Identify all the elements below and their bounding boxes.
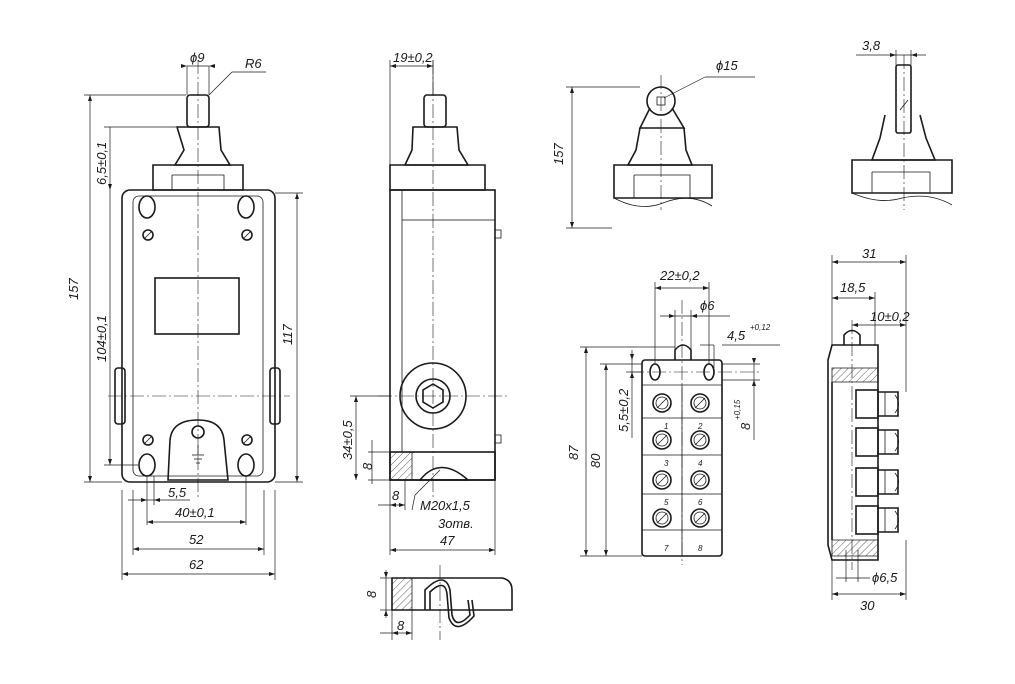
detail-bottom: 8 8 bbox=[364, 565, 513, 640]
screw-icon bbox=[241, 434, 253, 446]
terminal-num-6: 6 bbox=[698, 498, 703, 507]
dim-19: 19±0,2 bbox=[393, 50, 433, 65]
section-dim-18-5: 18,5 bbox=[840, 280, 866, 295]
dim-r6: R6 bbox=[245, 56, 262, 71]
mount-hole-br bbox=[237, 453, 255, 477]
terminal-dim-5-5: 5,5±0,2 bbox=[616, 388, 631, 432]
dim-8b: 8 bbox=[392, 488, 400, 503]
terminal-num-5: 5 bbox=[664, 498, 669, 507]
dim-5-5: 5,5 bbox=[168, 485, 187, 500]
terminal-dim-8: 8 bbox=[738, 422, 753, 430]
detail-dim-8b: 8 bbox=[397, 618, 405, 633]
terminal-dim-4-5-tol: +0,12 bbox=[750, 323, 771, 332]
screw-icon bbox=[142, 229, 154, 241]
lever-dim-3-8: 3,8 bbox=[862, 38, 881, 53]
dim-52: 52 bbox=[189, 532, 204, 547]
switch-body bbox=[121, 189, 276, 483]
section-dim-30: 30 bbox=[860, 598, 875, 613]
thread-label: M20x1,5 bbox=[420, 498, 471, 513]
terminal-dim-22: 22±0,2 bbox=[659, 268, 700, 283]
side-view: 19±0,2 34±0,5 8 8 M20x1,5 3отв. 47 bbox=[340, 50, 510, 555]
section-dim-diam6-5: ϕ6,5 bbox=[872, 570, 898, 585]
terminal-dim-80: 80 bbox=[588, 453, 603, 468]
label-plate bbox=[154, 277, 240, 335]
mount-hole-tr bbox=[237, 195, 255, 219]
roller-view: ϕ15 157 bbox=[551, 58, 755, 229]
section-view: 31 18,5 10±0,2 ϕ6,5 30 bbox=[827, 246, 910, 613]
detail-dim-8a: 8 bbox=[364, 590, 379, 598]
holes-label: 3отв. bbox=[438, 516, 474, 531]
mount-hole-tl bbox=[138, 195, 156, 219]
dim-117: 117 bbox=[280, 324, 295, 345]
dim-104: 104±0,1 bbox=[94, 315, 109, 362]
dim-diam9: ϕ9 bbox=[190, 50, 204, 65]
dim-40: 40±0,1 bbox=[175, 505, 215, 520]
side-body bbox=[389, 189, 496, 481]
dim-6-5: 6,5±0,1 bbox=[94, 142, 109, 185]
screw-icon bbox=[142, 434, 154, 446]
terminal-dim-87: 87 bbox=[566, 445, 581, 460]
terminal-num-8: 8 bbox=[698, 544, 703, 553]
section-dim-31: 31 bbox=[862, 246, 876, 261]
plunger-guide bbox=[173, 126, 232, 166]
terminal-num-3: 3 bbox=[664, 459, 669, 468]
terminal-screws bbox=[652, 393, 710, 528]
roller-dim-diam15: ϕ15 bbox=[716, 58, 738, 73]
terminal-num-1: 1 bbox=[664, 422, 668, 431]
dim-8a: 8 bbox=[360, 462, 375, 470]
lever bbox=[895, 64, 912, 134]
terminal-view: 1 2 3 4 5 6 7 8 bbox=[566, 268, 780, 565]
screw-icon bbox=[241, 229, 253, 241]
terminal-num-7: 7 bbox=[664, 544, 669, 553]
terminal-num-4: 4 bbox=[698, 459, 703, 468]
terminal-dim-8-tol: +0,15 bbox=[733, 399, 742, 420]
front-view: ϕ9 R6 157 6,5±0,1 104±0,1 117 5,5 40±0,1… bbox=[66, 50, 303, 580]
roller-dim-157: 157 bbox=[551, 143, 566, 165]
section-terminals bbox=[855, 389, 899, 535]
mount-hole-bl bbox=[138, 453, 156, 477]
lever-view: 3,8 bbox=[851, 38, 953, 210]
terminal-dim-diam6: ϕ6 bbox=[700, 298, 715, 313]
terminal-dim-4-5: 4,5 bbox=[727, 328, 746, 343]
dim-62: 62 bbox=[189, 557, 204, 572]
terminal-num-2: 2 bbox=[697, 422, 703, 431]
dim-157: 157 bbox=[66, 278, 81, 300]
dim-47: 47 bbox=[440, 533, 455, 548]
dim-34: 34±0,5 bbox=[340, 420, 355, 460]
plunger-side bbox=[423, 94, 447, 128]
section-dim-10: 10±0,2 bbox=[870, 309, 910, 324]
